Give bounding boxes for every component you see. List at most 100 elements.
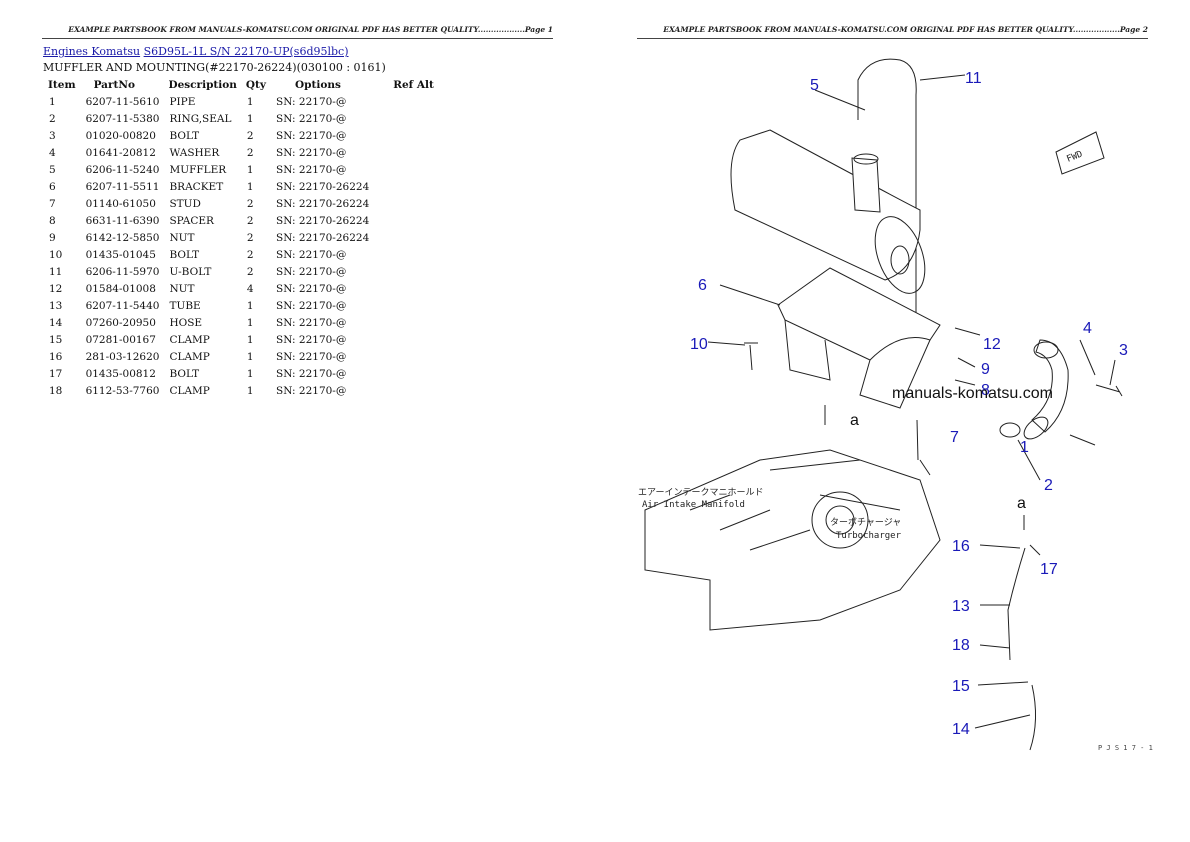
cell-partno: 07260-20950	[85, 316, 156, 329]
page-header-1: EXAMPLE PARTSBOOK FROM MANUALS-KOMATSU.C…	[42, 25, 553, 39]
fwd-arrow-shape	[1055, 131, 1105, 175]
col-header-partno: PartNo	[93, 78, 135, 91]
cell-item: 9	[49, 231, 56, 244]
cell-item: 15	[49, 333, 63, 346]
cell-description: TUBE	[169, 299, 201, 312]
cell-item: 17	[49, 367, 63, 380]
cell-refalt	[373, 297, 438, 314]
cell-refalt	[373, 161, 438, 178]
col-header-description: Description	[168, 78, 237, 91]
cell-refalt	[373, 314, 438, 331]
cell-partno: 6631-11-6390	[85, 214, 160, 227]
cell-partno: 01020-00820	[85, 129, 156, 142]
cell-qty: 1	[246, 333, 254, 346]
label-a-1: a	[850, 412, 859, 429]
cell-options: SN: 22170-@	[276, 384, 347, 397]
cell-partno: 281-03-12620	[85, 350, 160, 363]
cell-refalt	[373, 195, 438, 212]
cell-partno: 6207-11-5380	[85, 112, 160, 125]
turbo-label-jp: ターボチャージャ	[830, 517, 901, 528]
u-bolt-shape	[857, 58, 917, 325]
cell-options: SN: 22170-@	[276, 299, 347, 312]
col-header-options: Options	[295, 78, 341, 91]
cell-options: SN: 22170-@	[276, 333, 347, 346]
cell-partno: 6207-11-5610	[85, 95, 160, 108]
cell-qty: 1	[246, 350, 254, 363]
col-header-refalt: Ref Alt	[393, 78, 434, 91]
callout-18: 18	[952, 637, 970, 654]
cell-refalt	[373, 348, 438, 365]
cell-description: SPACER	[169, 214, 214, 227]
callout-8: 8	[981, 382, 990, 399]
cell-description: U-BOLT	[169, 265, 212, 278]
cell-partno: 6207-11-5511	[85, 180, 160, 193]
cell-qty: 2	[246, 197, 254, 210]
cell-refalt	[373, 280, 438, 297]
cell-item: 4	[49, 146, 56, 159]
breadcrumb-link-engines[interactable]: Engines Komatsu	[43, 45, 141, 58]
cell-description: CLAMP	[169, 384, 210, 397]
breadcrumb-link-model[interactable]: S6D95L-1L S/N 22170-UP(s6d95lbc)	[143, 45, 349, 58]
cell-partno: 01140-61050	[85, 197, 156, 210]
cell-refalt	[373, 127, 438, 144]
cell-options: SN: 22170-@	[276, 248, 347, 261]
cell-partno: 01641-20812	[85, 146, 156, 159]
cell-partno: 6207-11-5440	[85, 299, 160, 312]
cell-description: NUT	[169, 231, 195, 244]
callout-12: 12	[983, 336, 1001, 353]
cell-item: 5	[49, 163, 56, 176]
cell-qty: 1	[246, 384, 254, 397]
callout-5: 5	[810, 77, 819, 94]
callout-16: 16	[952, 538, 970, 555]
cell-description: BOLT	[169, 129, 200, 142]
cell-options: SN: 22170-@	[276, 316, 347, 329]
cell-refalt	[373, 93, 438, 110]
cell-item: 12	[49, 282, 63, 295]
cell-partno: 01435-00812	[85, 367, 156, 380]
callout-6: 6	[698, 277, 707, 294]
cell-item: 2	[49, 112, 56, 125]
cell-options: SN: 22170-@	[276, 282, 347, 295]
cell-refalt	[373, 229, 438, 246]
cell-refalt	[373, 246, 438, 263]
cell-item: 7	[49, 197, 56, 210]
muffler-end-shape	[874, 216, 926, 294]
cell-qty: 1	[246, 180, 254, 193]
cell-qty: 2	[246, 265, 254, 278]
col-header-item: Item	[48, 78, 76, 91]
cell-item: 13	[49, 299, 63, 312]
cell-qty: 2	[246, 231, 254, 244]
parts-table: Item PartNo Description Qty Options Ref …	[43, 76, 438, 399]
callout-2: 2	[1044, 477, 1053, 494]
intake-label-en: Air Intake Manifold	[642, 500, 745, 510]
cell-refalt	[373, 178, 438, 195]
callout-1: 1	[1020, 439, 1029, 456]
cell-qty: 2	[246, 129, 254, 142]
seal-ring-shape	[999, 422, 1021, 438]
cell-description: RING,SEAL	[169, 112, 232, 125]
cell-options: SN: 22170-@	[276, 367, 347, 380]
cell-partno: 6206-11-5970	[85, 265, 160, 278]
label-a-2: a	[1017, 495, 1026, 512]
hose-shape	[1029, 684, 1037, 751]
tube-shape	[1007, 547, 1026, 661]
cell-item: 3	[49, 129, 56, 142]
cell-partno: 6112-53-7760	[85, 384, 160, 397]
cell-item: 10	[49, 248, 63, 261]
cell-qty: 1	[246, 367, 254, 380]
callout-3: 3	[1119, 342, 1128, 359]
cell-description: CLAMP	[169, 350, 210, 363]
cell-description: BOLT	[169, 248, 200, 261]
